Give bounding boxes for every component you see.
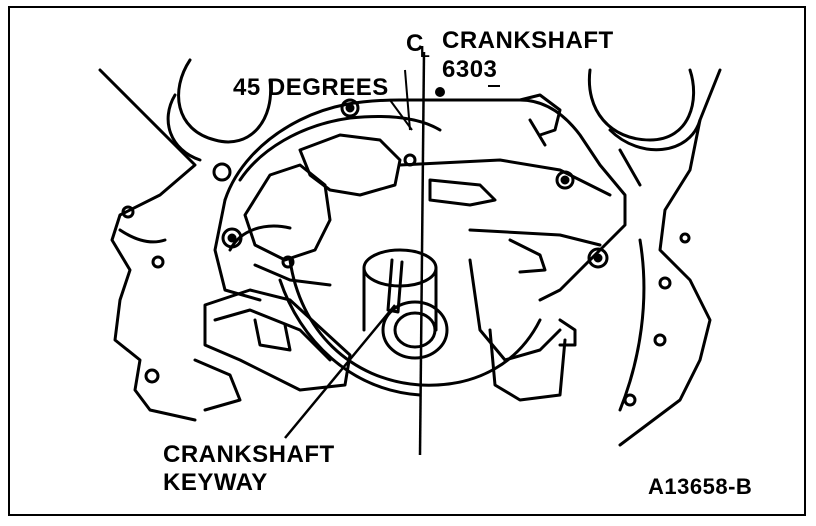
lower-left-bracket [203, 288, 352, 392]
bolt [281, 255, 295, 269]
bolt [587, 247, 609, 269]
bolt [679, 232, 691, 244]
bolt [144, 368, 160, 384]
bolt [151, 255, 165, 269]
right-block-outline [618, 68, 722, 447]
bolt [555, 170, 575, 190]
part-number-label: 6303 [442, 56, 498, 83]
keyway-label-line1: CRANKSHAFT [163, 441, 335, 468]
crankshaft-centerline [418, 51, 426, 456]
bolt [221, 227, 243, 249]
bolt [653, 333, 667, 347]
bolt [340, 98, 360, 118]
left-block-outline [98, 68, 197, 422]
bolt [623, 393, 637, 407]
front-cover-outline [223, 98, 627, 302]
crankshaft-label: CRANKSHAFT [442, 27, 614, 54]
crescent-arc [288, 258, 542, 387]
bolt [403, 153, 417, 167]
figure-id: A13658-B [648, 474, 753, 499]
bolt [121, 205, 135, 219]
keyway-leader-line [284, 304, 396, 439]
centerline-symbol: C [406, 30, 424, 57]
oil-pump-housing [298, 133, 402, 197]
crank-seal [381, 300, 449, 360]
bolt [658, 276, 672, 290]
left-bore-arc [177, 58, 273, 144]
right-bore-arc [587, 68, 696, 142]
bolt [212, 162, 232, 182]
angle-leader-line [389, 99, 413, 131]
keyway-label-line2: KEYWAY [163, 469, 268, 496]
keyway-slot [386, 258, 404, 314]
centerline-symbol-sub: L [420, 44, 431, 61]
angle-label: 45 DEGREES [233, 74, 389, 101]
